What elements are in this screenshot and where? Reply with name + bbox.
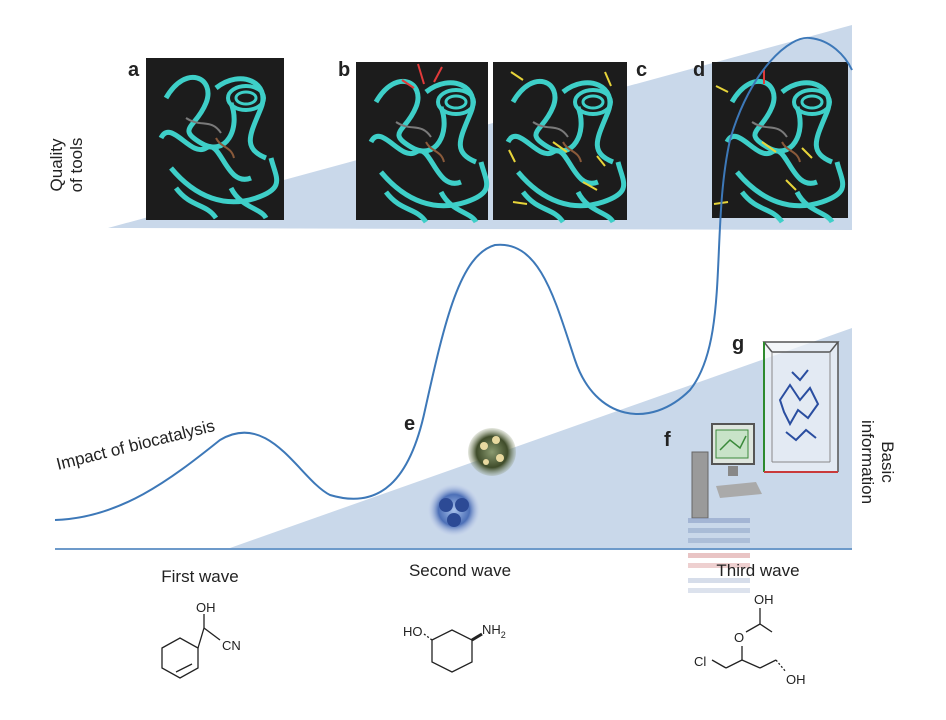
third-wave-molecule: OH O Cl OH: [694, 592, 806, 687]
second-ho: HO: [403, 624, 423, 639]
panel-letter-d: d: [693, 59, 705, 81]
third-cl: Cl: [694, 654, 706, 669]
second-wave-label: Second wave: [409, 561, 511, 580]
panel-letter-e: e: [404, 413, 415, 435]
first-wave-molecule: OH CN: [161, 600, 241, 679]
third-oh-bottom: OH: [786, 672, 806, 687]
panel-e-petri-dishes: [428, 428, 516, 536]
first-wave-label: First wave: [161, 567, 238, 586]
first-cn: CN: [222, 638, 241, 653]
panel-f-computer: [688, 423, 762, 593]
panel-d-protein: [712, 62, 848, 222]
basic-info-label-line1: Basic: [878, 441, 897, 483]
second-nh2: NH2: [482, 622, 506, 640]
basic-information-wedge: [230, 328, 852, 548]
quality-of-tools-label: Quality of tools: [47, 138, 86, 193]
basic-info-label-line2: information: [858, 420, 877, 504]
second-wave-molecule: HO NH2: [403, 622, 506, 673]
quality-label-line1: Quality: [47, 138, 66, 191]
third-oh-top: OH: [754, 592, 774, 607]
quality-label-line2: of tools: [67, 138, 86, 193]
impact-of-biocatalysis-label: Impact of biocatalysis: [54, 416, 216, 474]
basic-information-label: Basic information: [858, 420, 897, 504]
first-oh: OH: [196, 600, 216, 615]
panel-letter-g: g: [732, 333, 744, 355]
panel-g-molecular-box: [762, 341, 840, 473]
third-wave-label: Third wave: [716, 561, 799, 580]
panel-letter-c: c: [636, 59, 647, 81]
impact-curve: [54, 36, 853, 521]
third-o: O: [734, 630, 744, 645]
panel-letter-f: f: [664, 429, 671, 451]
panel-letter-b: b: [338, 59, 350, 81]
panel-b-protein: [356, 62, 488, 222]
panel-c-protein: [493, 62, 627, 222]
panel-letter-a: a: [128, 59, 140, 81]
panel-a-protein: [146, 58, 284, 220]
